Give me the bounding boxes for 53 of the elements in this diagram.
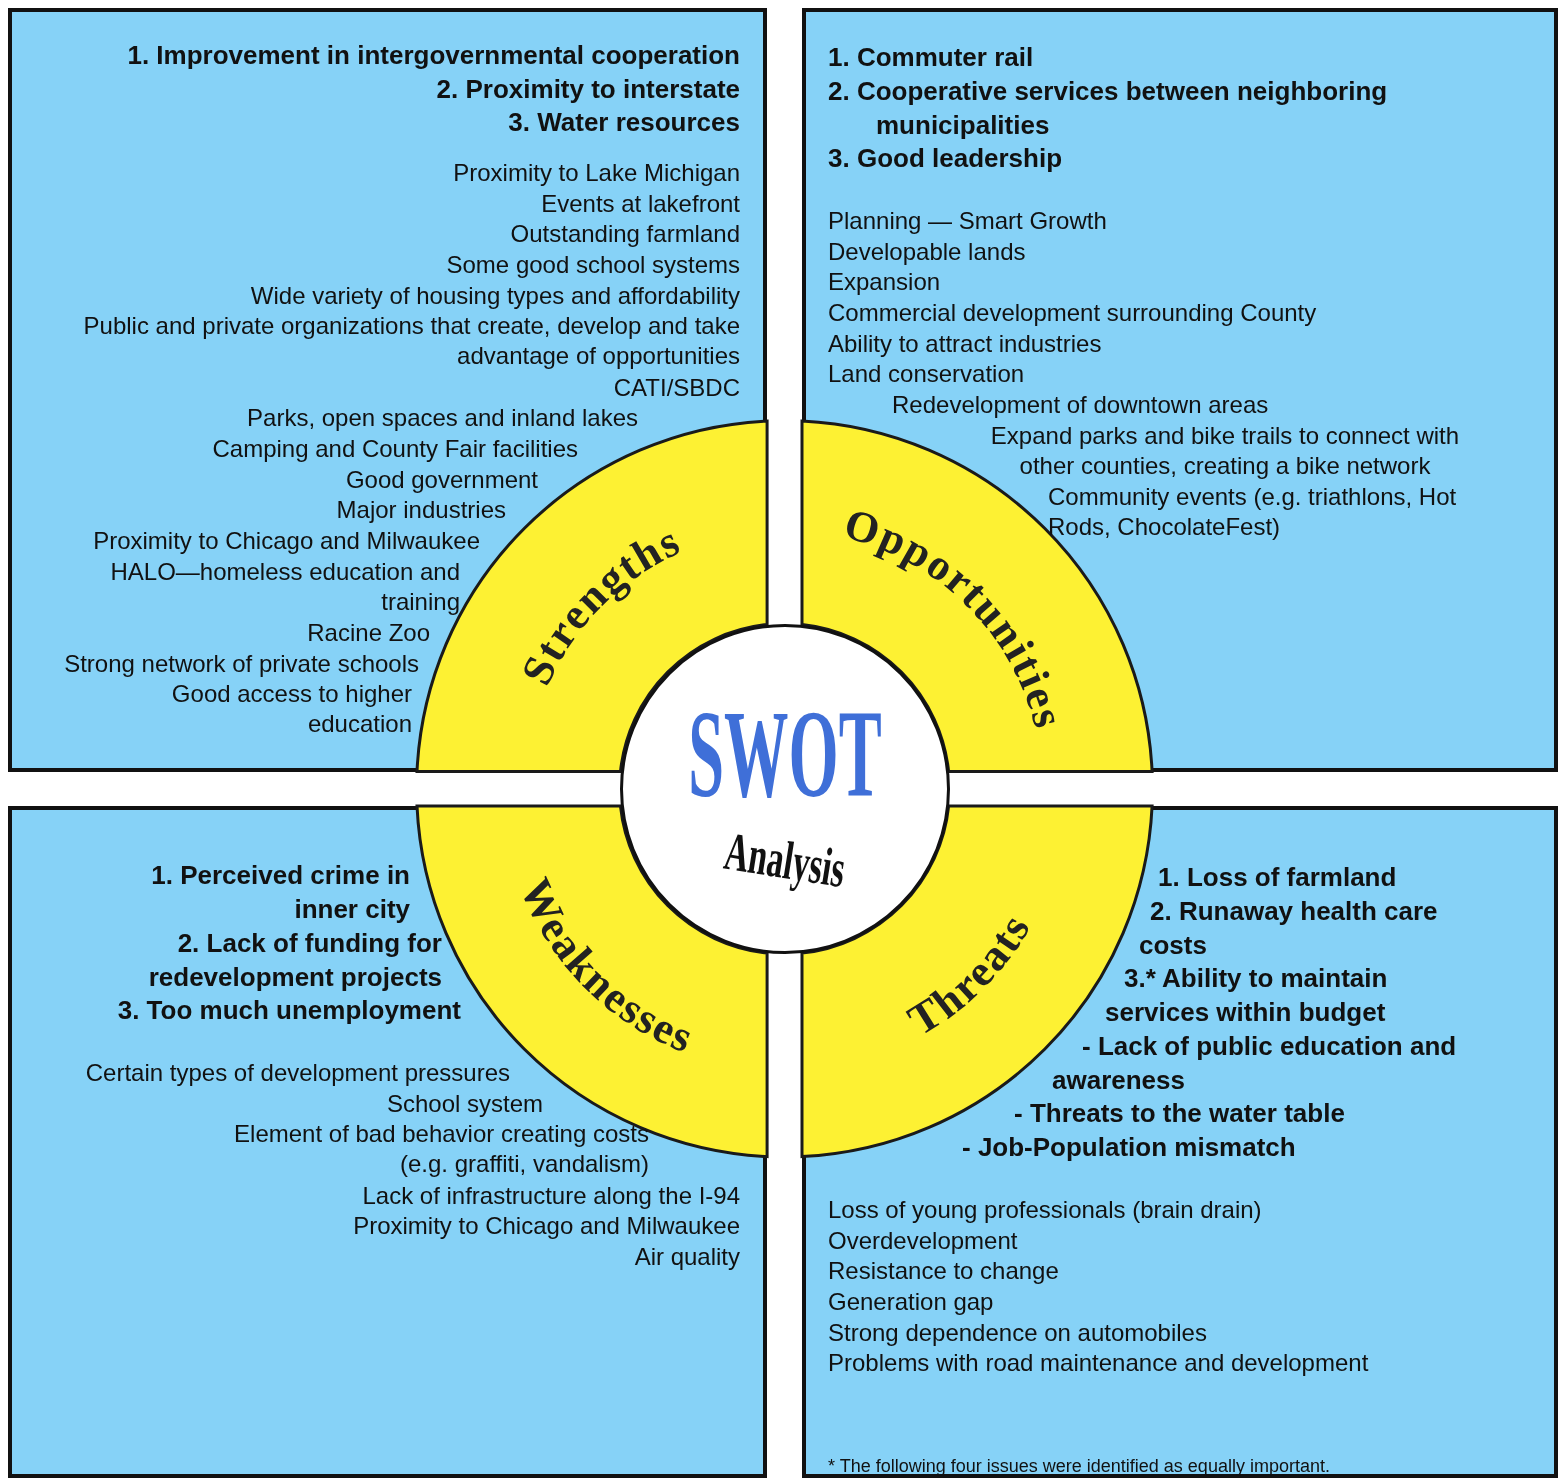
priority-item: 3. Water resources: [508, 106, 740, 139]
priority-item: 2. Proximity to interstate: [436, 73, 740, 106]
priority-item: 1. Commuter rail: [828, 41, 1035, 74]
list-item: CATI/SBDC: [613, 372, 740, 403]
list-item: Loss of young professionals (brain drain): [828, 1194, 1262, 1225]
list-item: Generation gap: [828, 1286, 994, 1317]
priority-item: - Lack of public education and awareness: [1052, 1030, 1458, 1097]
priority-item: 1. Loss of farmland: [1158, 861, 1397, 894]
list-item: Proximity to Chicago and Milwaukee: [93, 525, 480, 556]
priority-item: 1. Improvement in intergovernmental cooperation: [127, 39, 740, 72]
subtitle-text: Analysis: [720, 823, 849, 897]
list-item: Air quality: [634, 1241, 740, 1272]
list-item: Expansion: [828, 266, 941, 297]
list-item: Public and private organizations that create, develop and take advantage of opportunities: [82, 310, 740, 372]
list-item: Outstanding farmland: [510, 218, 740, 249]
list-item: Overdevelopment: [828, 1225, 1018, 1256]
list-item: Good government: [345, 464, 538, 495]
list-item: Problems with road maintenance and development: [828, 1347, 1369, 1378]
list-item: Major industries: [336, 494, 506, 525]
priority-item: 2. Lack of funding for redevelopment projects: [147, 927, 442, 994]
priority-item: 3.* Ability to maintain services within budget: [1105, 962, 1389, 1029]
list-item: Proximity to Lake Michigan: [453, 157, 740, 188]
priority-item: 1. Perceived crime in inner city: [150, 859, 410, 926]
list-item: Certain types of development pressures: [85, 1057, 510, 1088]
list-item: Strong network of private schools: [64, 648, 419, 679]
list-item: Parks, open spaces and inland lakes: [247, 402, 638, 433]
list-item: Some good school systems: [446, 249, 740, 280]
list-item: Land conservation: [828, 358, 1025, 389]
priority-item: - Threats to the water table: [1014, 1097, 1345, 1130]
priority-item: 3. Too much unemployment: [117, 994, 461, 1027]
list-item: Developable lands: [828, 236, 1026, 267]
list-item: School system: [386, 1088, 543, 1119]
priority-item: 2. Cooperative services between neighboring municipalities: [828, 75, 1389, 142]
list-item: Expand parks and bike trails to connect with other counties, creating a bike network: [989, 420, 1461, 482]
footnote: * The following four issues were identified as equally important.: [828, 1456, 1330, 1477]
list-item: Ability to attract industries: [828, 328, 1102, 359]
priority-item: 2. Runaway health care costs: [1139, 895, 1439, 962]
list-item: Commercial development surrounding County: [828, 297, 1317, 328]
list-item: Redevelopment of downtown areas: [892, 389, 1269, 420]
list-item: Events at lakefront: [541, 188, 740, 219]
list-item: HALO—homeless education and training: [109, 556, 460, 618]
list-item: Proximity to Chicago and Milwaukee: [353, 1210, 740, 1241]
priority-item: - Job-Population mismatch: [962, 1131, 1296, 1164]
list-item: Good access to higher education: [170, 678, 412, 740]
list-item: Resistance to change: [828, 1255, 1059, 1286]
list-item: Lack of infrastructure along the I-94: [362, 1180, 740, 1211]
list-item: Camping and County Fair facilities: [212, 433, 578, 464]
list-item: Wide variety of housing types and affordability: [250, 280, 740, 311]
priority-item: 3. Good leadership: [828, 142, 1064, 175]
list-item: Element of bad behavior creating costs (e.g. graffiti, vandalism): [233, 1118, 649, 1180]
list-item: Racine Zoo: [307, 617, 430, 648]
list-item: Planning — Smart Growth: [828, 205, 1107, 236]
list-item: Strong dependence on automobiles: [828, 1317, 1207, 1348]
